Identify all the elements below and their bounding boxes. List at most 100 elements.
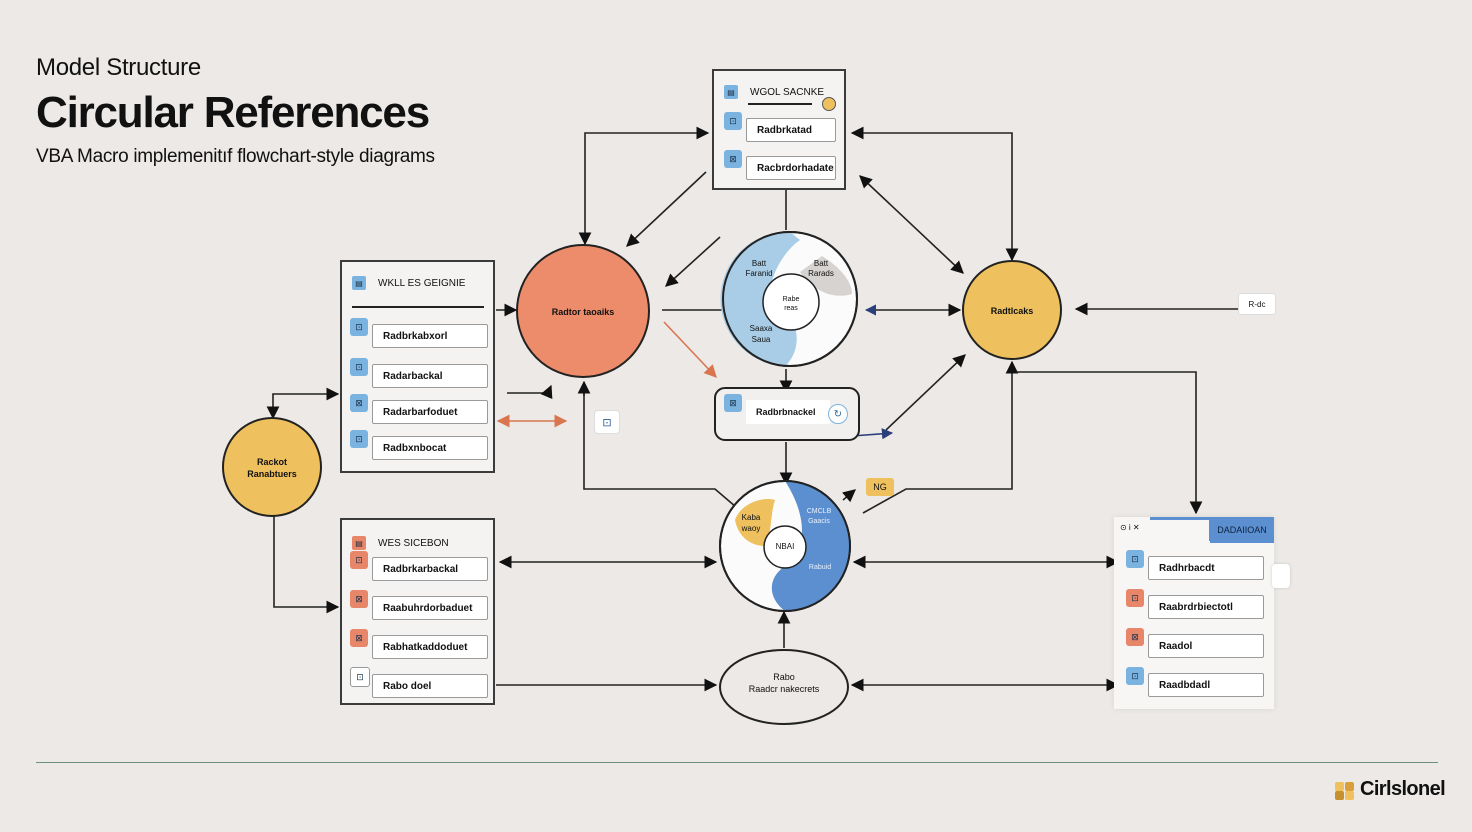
diagram-supertitle: Model Structure (36, 54, 201, 81)
top-panel[interactable]: ▤ WGOL SACNKE ⊡ Radbrkatad ⊠ Racbrdorhad… (712, 69, 846, 190)
orange-node-label: Radtor taoaiks (551, 307, 615, 317)
bottom-donut-br-label: Rabuid (808, 564, 832, 571)
top-donut-center-line2: reas (784, 305, 798, 312)
bottom-panel-heading: WES SICEBON (378, 537, 449, 549)
left-panel-header-icon: ▤ (352, 276, 366, 290)
arrow-box-diag-to-gold (885, 354, 966, 431)
list-item-icon: ⊡ (1126, 667, 1144, 685)
bottom-panel-row-label: Radbrkarbackal (372, 557, 488, 581)
arrow-gold-to-right-panel (1016, 371, 1203, 515)
list-item-icon: ⊡ (350, 667, 370, 687)
top-panel-header-icon: ▤ (724, 85, 738, 99)
bottom-panel-row-label: Rabhatkaddoduet (372, 635, 488, 659)
oval-node (719, 649, 849, 725)
list-item-icon: ⊠ (350, 590, 368, 608)
refresh-icon[interactable]: ↻ (828, 404, 848, 424)
left-panel-heading: WKLL ES GEIGNIE (378, 277, 466, 289)
bottom-donut-tr-label: CMCLB Gaacis (795, 507, 843, 527)
bottom-donut-tr-line2: Gaacis (808, 518, 830, 525)
right-panel-tab-bracket (1150, 517, 1212, 541)
list-item-icon: ⊠ (1126, 628, 1144, 646)
top-donut-bl-line1: Saaxa (749, 324, 773, 333)
bottom-panel[interactable]: ▤ WES SICEBON ⊡ Radbrkarbackal ⊠ Raabuhr… (340, 518, 495, 705)
oval-label-line1: Rabo (773, 672, 795, 682)
logo-text: Cirlslonel (1360, 778, 1446, 800)
list-item-icon: ⊡ (350, 430, 368, 448)
left-panel-row-label: Radbxnbocat (372, 436, 488, 460)
top-donut-center-line1: Rabe (782, 296, 800, 303)
bottom-panel-row-label: Rabo doel (372, 674, 488, 698)
left-panel-header: ▤ WKLL ES GEIGNIE (352, 276, 465, 290)
left-panel-row-label: Radbrkabxorl (372, 324, 488, 348)
bottom-donut-tl-line2: waoy (741, 524, 761, 533)
right-panel-row-label: Raadol (1148, 634, 1264, 658)
arrow-blue-box (851, 428, 894, 440)
top-panel-rule (748, 103, 812, 105)
footer-divider (36, 762, 1438, 763)
bottom-donut-center-label: NBAI (775, 542, 795, 551)
arrow-top-panel-to-orange (578, 126, 710, 246)
list-item-icon: ⊡ (724, 112, 742, 130)
arrow-diag-top-to-orange (626, 171, 707, 247)
top-donut-tl-label: Batt Faranid (734, 259, 784, 279)
left-panel-row-label: Radarbackal (372, 364, 488, 388)
arrow-top-panel-to-gold (850, 126, 1019, 262)
top-donut-tr-line2: Rarads (808, 269, 834, 278)
list-item-icon: ⊠ (350, 394, 368, 412)
arrow-gold-to-bottom-donut (862, 360, 1019, 514)
list-item-icon: ⊠ (350, 629, 368, 647)
list-item-icon: ⊡ (350, 318, 368, 336)
right-panel[interactable]: ⊙ i ✕ DADAIIOAN ⊡ Radhrbacdt ⊡ Raabrdrbi… (1114, 517, 1274, 709)
top-donut-tl-line1: Batt (751, 259, 767, 268)
right-panel-handle[interactable] (1272, 564, 1290, 588)
top-donut-bl-label: Saaxa Saua (736, 323, 786, 345)
list-item-icon: ⊠ (724, 150, 742, 168)
list-item-icon: ⊡ (350, 551, 368, 569)
arrow-orange-diag (663, 321, 717, 378)
line-orange-loop (583, 392, 737, 508)
right-panel-row-label: Raabrdrbiectotl (1148, 595, 1264, 619)
arrow-diag-small (665, 236, 721, 287)
arrow-gold-left-to-bottom-panel (273, 516, 340, 614)
gold-node-right (962, 260, 1062, 360)
top-panel-row-label: Radbrkatad (746, 118, 836, 142)
left-panel-rule (352, 306, 484, 308)
top-donut-tr-label: Batt Rarads (796, 259, 846, 279)
gold-value-chip: NG (866, 478, 894, 496)
top-panel-row-label: Racbrdorhadate (746, 156, 836, 180)
right-panel-row-label: Raadbdadl (1148, 673, 1264, 697)
left-panel[interactable]: ▤ WKLL ES GEIGNIE ⊡ Radbrkabxorl ⊡ Radar… (340, 260, 495, 473)
right-value-chip: R-dc (1238, 293, 1276, 315)
list-item-icon: ⊡ (1126, 550, 1144, 568)
bottom-panel-header: ▤ WES SICEBON (352, 536, 449, 550)
top-donut-tr-line1: Batt (813, 259, 829, 268)
top-donut-tl-line2: Faranid (745, 269, 773, 278)
bottom-panel-row-label: Raabuhrdorbaduet (372, 596, 488, 620)
right-panel-tab-controls[interactable]: ⊙ i ✕ (1114, 517, 1166, 537)
arrow-gold-left-to-panel (266, 387, 340, 420)
top-panel-header: ▤ WGOL SACNKE (724, 85, 824, 99)
small-note-icon[interactable]: ⊡ (594, 410, 620, 434)
logo-icon (1335, 781, 1354, 800)
top-panel-status-dot-icon (822, 97, 836, 111)
list-item-icon: ⊡ (1126, 589, 1144, 607)
diagram-subtitle: VBA Macro implemenitıf flowchart-style d… (36, 146, 435, 167)
center-box-icon: ⊠ (724, 394, 742, 412)
line-left-panel-lower (507, 384, 553, 400)
brand-logo: Cirlslonel (1334, 778, 1446, 801)
top-donut-center-label: Rabe reas (766, 295, 816, 313)
arrow-diag-to-gold (859, 175, 964, 274)
gold-left-label: Rackot Ranabtuers (232, 456, 312, 480)
orange-node (516, 244, 650, 378)
top-donut-node (720, 231, 858, 367)
right-panel-row-label: Radhrbacdt (1148, 556, 1264, 580)
top-panel-heading: WGOL SACNKE (750, 86, 825, 98)
arrow-small-to-donut (842, 489, 856, 503)
gold-node-left (222, 417, 322, 517)
oval-label-line2: Raadcr nakecrets (748, 684, 820, 694)
oval-label: Rabo Raadcr nakecrets (724, 671, 844, 695)
bottom-donut-tl-label: Kaba waoy (731, 512, 771, 534)
bottom-donut-node (719, 480, 851, 612)
right-panel-tab-active[interactable]: DADAIIOAN (1210, 517, 1274, 543)
center-box-label: Radbrbnackel (746, 400, 830, 424)
